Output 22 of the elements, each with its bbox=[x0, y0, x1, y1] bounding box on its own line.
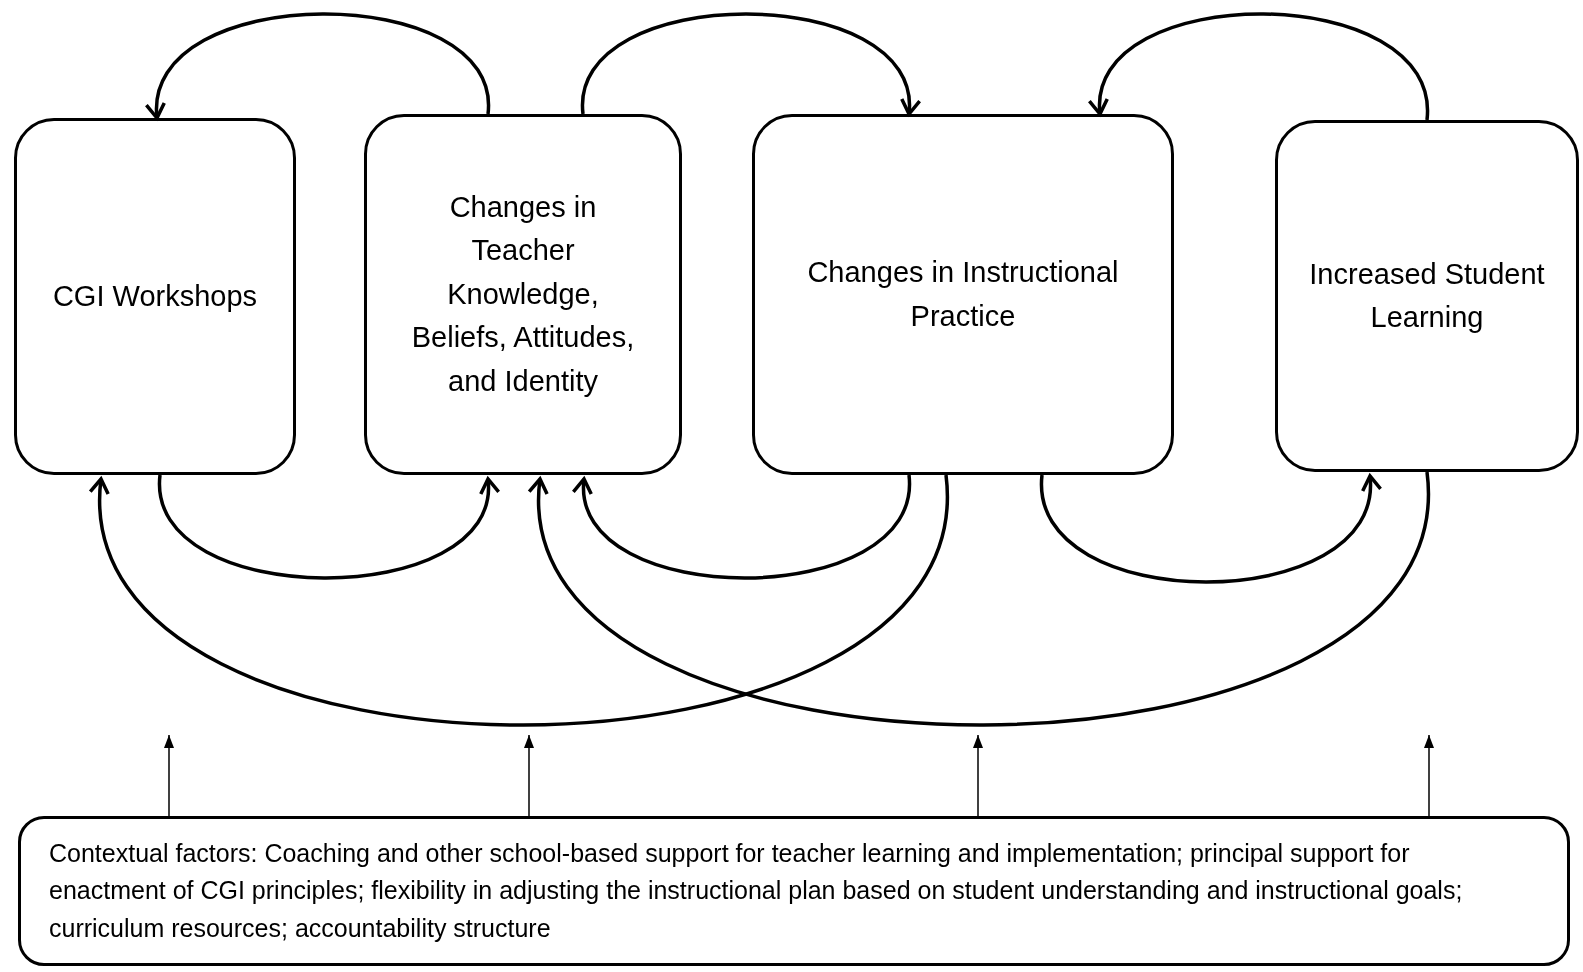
arrow bbox=[1040, 474, 1380, 584]
arrow bbox=[158, 474, 498, 580]
arrow bbox=[581, 12, 919, 116]
process-box bbox=[18, 816, 1570, 966]
process-box bbox=[1275, 120, 1579, 472]
arrow bbox=[524, 734, 534, 817]
arrow bbox=[1424, 734, 1434, 817]
arrow bbox=[91, 474, 948, 727]
arrow bbox=[530, 471, 1429, 727]
box-text: CGI Workshops bbox=[52, 278, 258, 314]
arrow bbox=[164, 734, 174, 817]
box-text: Increased Student Learning bbox=[1308, 256, 1546, 335]
box-text: Contextual factors: Coaching and other school-based support for teacher learning and implementation; principal support for enactment of CGI principles; flexibility in adjusting the instructional plan based on student understanding and instructional goals; curriculum resources; accountability structure bbox=[49, 837, 1464, 944]
box-text: Changes in Teacher Knowledge, Beliefs, Attitudes, and Identity bbox=[410, 189, 636, 399]
arrow bbox=[574, 474, 911, 580]
arrow bbox=[147, 12, 490, 120]
arrow bbox=[973, 734, 983, 817]
process-box bbox=[14, 118, 296, 475]
process-box bbox=[752, 114, 1174, 475]
process-box bbox=[364, 114, 682, 475]
box-text: Changes in Instructional Practice bbox=[806, 255, 1120, 334]
arrow bbox=[1090, 12, 1429, 121]
